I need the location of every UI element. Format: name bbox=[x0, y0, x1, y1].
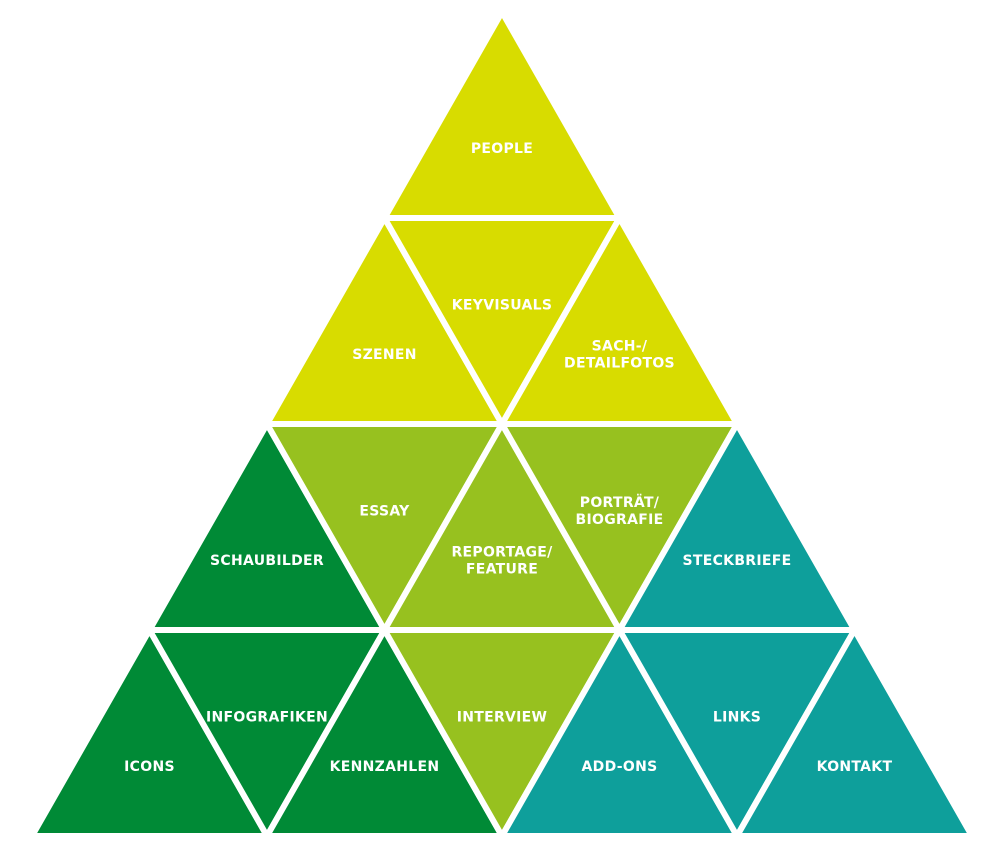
tile-label-reportage-feature-line2: FEATURE bbox=[466, 561, 538, 577]
pyramid-labels: PEOPLE SZENEN KEYVISUALS SACH-/DETAILFOTOS S… bbox=[124, 141, 892, 775]
tile-label-essay: ESSAY bbox=[359, 504, 410, 520]
tile-label-infografiken: INFOGRAFIKEN bbox=[206, 710, 328, 726]
tile-label-sach-detailfotos-line2: DETAILFOTOS bbox=[564, 355, 675, 371]
tile-label-icons: ICONS bbox=[124, 759, 175, 775]
tile-label-interview: INTERVIEW bbox=[457, 710, 548, 726]
tile-label-szenen: SZENEN bbox=[352, 347, 417, 363]
tile-label-schaubilder: SCHAUBILDER bbox=[210, 553, 324, 569]
tile-label-reportage-feature-line1: REPORTAGE/ bbox=[451, 544, 553, 560]
tile-label-kennzahlen: KENNZAHLEN bbox=[330, 759, 440, 775]
pyramid-tiles bbox=[26, 5, 978, 843]
tile-label-sach-detailfotos-line1: SACH-/ bbox=[592, 338, 648, 354]
tile-label-steckbriefe: STECKBRIEFE bbox=[683, 553, 792, 569]
tile-people bbox=[379, 5, 625, 221]
tile-label-people: PEOPLE bbox=[471, 141, 533, 157]
tile-label-links: LINKS bbox=[713, 710, 761, 726]
tile-label-keyvisuals: KEYVISUALS bbox=[452, 298, 552, 314]
tile-label-kontakt: KONTAKT bbox=[817, 759, 893, 775]
tile-label-portraet-biografie-line2: BIOGRAFIE bbox=[576, 512, 664, 528]
tile-kontakt bbox=[731, 623, 978, 839]
tile-label-add-ons: ADD-ONS bbox=[582, 759, 658, 775]
tile-label-portraet-biografie-line1: PORTRÄT/ bbox=[580, 494, 660, 511]
